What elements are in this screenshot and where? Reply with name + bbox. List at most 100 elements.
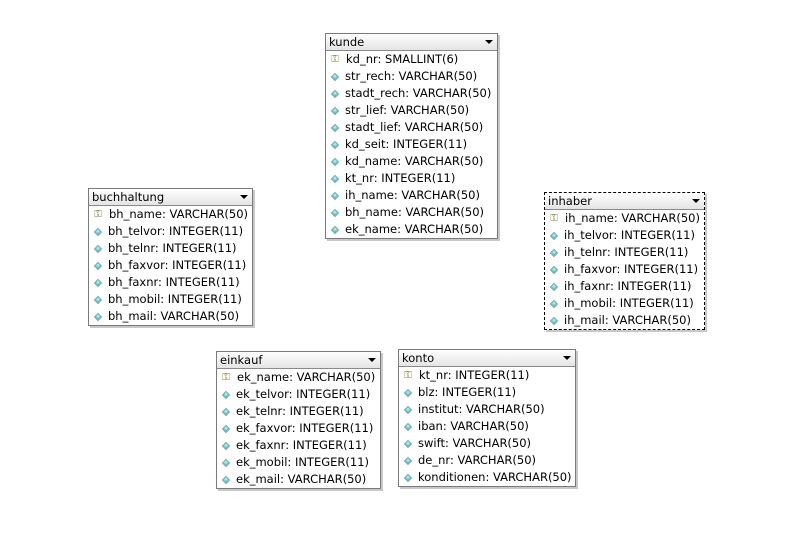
table-header[interactable]: konto [399, 350, 575, 367]
column-label: swift: VARCHAR(50) [418, 436, 532, 450]
column-diamond-icon [403, 456, 413, 465]
column-label: ek_name: VARCHAR(50) [345, 222, 484, 236]
table-name: einkauf [220, 353, 263, 367]
column-diamond-icon [221, 441, 231, 450]
column-row[interactable]: kd_seit: INTEGER(11) [326, 136, 497, 153]
column-row[interactable]: bh_name: VARCHAR(50) [326, 204, 497, 221]
column-row[interactable]: bh_faxvor: INTEGER(11) [89, 257, 252, 274]
column-row[interactable]: ek_name: VARCHAR(50) [326, 221, 497, 238]
column-diamond-icon [330, 157, 340, 166]
column-label: bh_name: VARCHAR(50) [345, 205, 485, 219]
column-diamond-icon [93, 278, 103, 287]
column-row[interactable]: str_lief: VARCHAR(50) [326, 102, 497, 119]
chevron-down-icon[interactable] [563, 356, 571, 360]
primary-key-icon: ⚿ [331, 54, 339, 65]
column-row[interactable]: institut: VARCHAR(50) [399, 401, 575, 418]
primary-key-icon: ⚿ [404, 370, 412, 381]
column-label: ih_telvor: INTEGER(11) [564, 228, 695, 242]
column-diamond-icon [549, 248, 559, 257]
column-diamond-icon [403, 473, 413, 482]
table-inhaber[interactable]: inhaber ⚿ih_name: VARCHAR(50)ih_telvor: I… [544, 192, 705, 330]
column-row[interactable]: blz: INTEGER(11) [399, 384, 575, 401]
table-name: buchhaltung [92, 190, 165, 204]
table-name: konto [402, 351, 435, 365]
column-diamond-icon [403, 388, 413, 397]
column-row[interactable]: ih_mobil: INTEGER(11) [545, 295, 704, 312]
table-header[interactable]: kunde [326, 34, 497, 51]
column-row[interactable]: ⚿ kt_nr: INTEGER(11) [399, 367, 575, 384]
column-row[interactable]: ih_name: VARCHAR(50) [326, 187, 497, 204]
column-row[interactable]: ek_mail: VARCHAR(50) [217, 471, 380, 488]
table-buchhaltung[interactable]: buchhaltung ⚿bh_name: VARCHAR(50)bh_telvo… [88, 188, 253, 326]
column-row[interactable]: kd_name: VARCHAR(50) [326, 153, 497, 170]
table-header[interactable]: buchhaltung [89, 189, 252, 206]
column-row[interactable]: konditionen: VARCHAR(50) [399, 469, 575, 486]
column-diamond-icon [93, 261, 103, 270]
column-diamond-icon [221, 458, 231, 467]
table-kunde[interactable]: kunde ⚿ kd_nr: SMALLINT(6) str_rech: VARCHA… [325, 33, 498, 239]
column-diamond-icon [93, 244, 103, 253]
column-label: bh_faxnr: INTEGER(11) [108, 275, 240, 289]
column-row[interactable]: ih_faxvor: INTEGER(11) [545, 261, 704, 278]
column-label: ih_name: VARCHAR(50) [565, 211, 700, 225]
column-label: str_lief: VARCHAR(50) [345, 103, 470, 117]
column-label: ih_telnr: INTEGER(11) [564, 245, 689, 259]
column-diamond-icon [221, 407, 231, 416]
table-name: inhaber [548, 194, 592, 208]
column-row[interactable]: ih_telvor: INTEGER(11) [545, 227, 704, 244]
column-diamond-icon [330, 225, 340, 234]
column-label: ek_telvor: INTEGER(11) [236, 387, 371, 401]
column-label: ih_name: VARCHAR(50) [345, 188, 480, 202]
column-label: ek_faxvor: INTEGER(11) [236, 421, 374, 435]
table-name: kunde [329, 35, 365, 49]
column-row[interactable]: ⚿ kd_nr: SMALLINT(6) [326, 51, 497, 68]
column-row[interactable]: ih_telnr: INTEGER(11) [545, 244, 704, 261]
column-diamond-icon [330, 123, 340, 132]
column-row[interactable]: stadt_rech: VARCHAR(50) [326, 85, 497, 102]
column-row[interactable]: ⚿bh_name: VARCHAR(50) [89, 206, 252, 223]
column-row[interactable]: swift: VARCHAR(50) [399, 435, 575, 452]
column-row[interactable]: stadt_lief: VARCHAR(50) [326, 119, 497, 136]
column-label: bh_mobil: INTEGER(11) [108, 292, 242, 306]
column-row[interactable]: bh_mobil: INTEGER(11) [89, 291, 252, 308]
column-row[interactable]: ⚿ih_name: VARCHAR(50) [545, 210, 704, 227]
column-label: ih_mail: VARCHAR(50) [564, 313, 691, 327]
column-row[interactable]: ek_telnr: INTEGER(11) [217, 403, 380, 420]
column-row[interactable]: ⚿ ek_name: VARCHAR(50) [217, 369, 380, 386]
column-diamond-icon [403, 439, 413, 448]
table-konto[interactable]: konto ⚿ kt_nr: INTEGER(11) blz: INTEGER(11)… [398, 349, 576, 487]
table-header[interactable]: inhaber [545, 193, 704, 210]
column-diamond-icon [403, 405, 413, 414]
table-header[interactable]: einkauf [217, 352, 380, 369]
column-row[interactable]: de_nr: VARCHAR(50) [399, 452, 575, 469]
chevron-down-icon[interactable] [368, 358, 376, 362]
chevron-down-icon[interactable] [240, 195, 248, 199]
column-row[interactable]: bh_telnr: INTEGER(11) [89, 240, 252, 257]
column-row[interactable]: ek_mobil: INTEGER(11) [217, 454, 380, 471]
column-diamond-icon [330, 140, 340, 149]
primary-key-icon: ⚿ [222, 372, 230, 383]
chevron-down-icon[interactable] [692, 199, 700, 203]
column-row[interactable]: iban: VARCHAR(50) [399, 418, 575, 435]
column-row[interactable]: str_rech: VARCHAR(50) [326, 68, 497, 85]
column-row[interactable]: ek_telvor: INTEGER(11) [217, 386, 380, 403]
column-diamond-icon [403, 422, 413, 431]
column-label: ek_name: VARCHAR(50) [237, 370, 376, 384]
column-label: kd_nr: SMALLINT(6) [346, 52, 459, 66]
table-einkauf[interactable]: einkauf ⚿ ek_name: VARCHAR(50) ek_telvor: I… [216, 351, 381, 489]
column-diamond-icon [221, 475, 231, 484]
column-row[interactable]: kt_nr: INTEGER(11) [326, 170, 497, 187]
chevron-down-icon[interactable] [485, 40, 493, 44]
column-row[interactable]: bh_telvor: INTEGER(11) [89, 223, 252, 240]
column-row[interactable]: bh_mail: VARCHAR(50) [89, 308, 252, 325]
column-label: bh_faxvor: INTEGER(11) [108, 258, 247, 272]
column-label: ek_faxnr: INTEGER(11) [236, 438, 367, 452]
column-row[interactable]: ih_faxnr: INTEGER(11) [545, 278, 704, 295]
column-label: blz: INTEGER(11) [418, 385, 517, 399]
column-label: kt_nr: INTEGER(11) [419, 368, 530, 382]
column-diamond-icon [549, 282, 559, 291]
column-row[interactable]: ek_faxvor: INTEGER(11) [217, 420, 380, 437]
column-row[interactable]: ek_faxnr: INTEGER(11) [217, 437, 380, 454]
column-row[interactable]: ih_mail: VARCHAR(50) [545, 312, 704, 329]
column-row[interactable]: bh_faxnr: INTEGER(11) [89, 274, 252, 291]
